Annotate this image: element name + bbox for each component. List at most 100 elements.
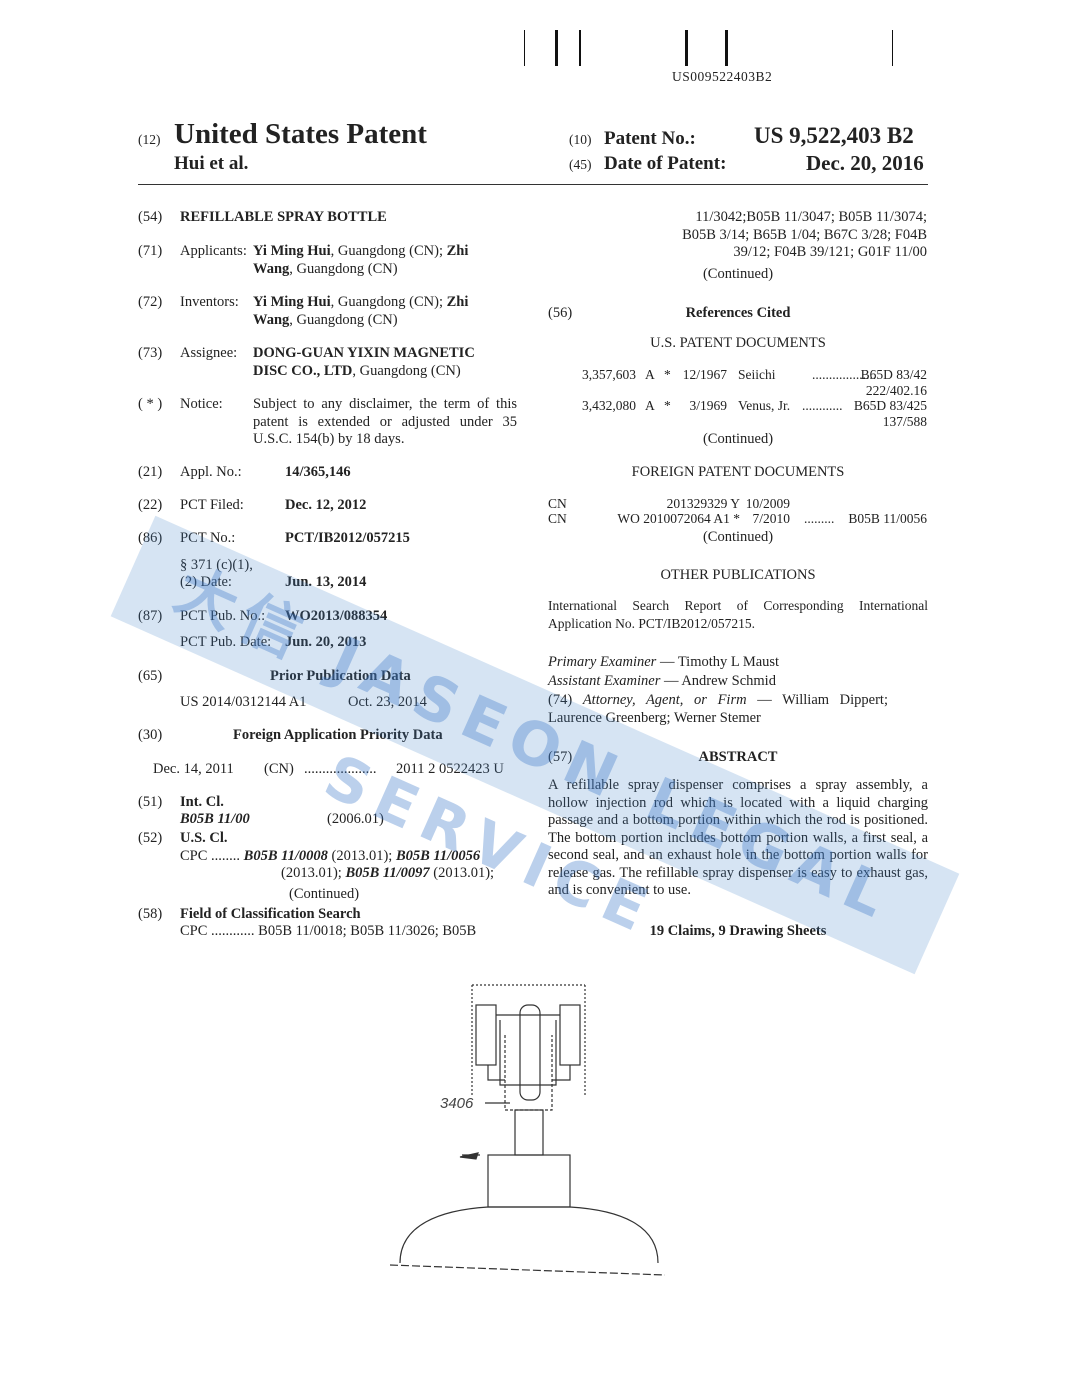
document-title: United States Patent (174, 118, 427, 150)
us-doc-dots: ............ (802, 398, 843, 413)
foreign-doc-country: CN (548, 511, 567, 526)
code-45: (45) (569, 157, 592, 172)
int-cl-label: Int. Cl. (180, 794, 224, 810)
us-doc-kind: A (645, 398, 655, 413)
s371-date-label: (2) Date: (180, 574, 232, 590)
class-continued: 11/3042;B05B 11/3047; B05B 11/3074;B05B … (682, 209, 927, 260)
continued-1: (Continued) (702, 266, 774, 282)
inventors-label: Inventors: (180, 294, 239, 310)
code-52: (52) (138, 830, 163, 846)
us-cl-label: U.S. Cl. (180, 830, 228, 846)
priority-date: Dec. 14, 2011 (153, 761, 234, 777)
code-72: (72) (138, 294, 163, 310)
us-doc-class: B65D 83/42 (860, 367, 927, 382)
barcode-number: US009522403B2 (672, 69, 773, 84)
foreign-doc-date: 7/2010 (752, 511, 790, 526)
foreign-doc-date: 10/2009 (745, 496, 790, 511)
s371-label: § 371 (c)(1), (180, 557, 253, 573)
barcode-bar (579, 30, 581, 66)
pct-no: PCT/IB2012/057215 (285, 530, 410, 546)
pct-filed-label: PCT Filed: (180, 497, 244, 513)
references-heading: References Cited (685, 305, 791, 321)
barcode-bar (725, 30, 728, 66)
code-22: (22) (138, 497, 163, 513)
us-doc-star: * (664, 367, 671, 382)
code-58: (58) (138, 906, 163, 922)
us-doc-class-2: 137/588 (882, 414, 927, 429)
abstract-text: A refillable spray dispenser comprises a… (548, 777, 928, 898)
assignee-label: Assignee: (180, 345, 238, 361)
prior-pub-date: Oct. 23, 2014 (348, 694, 427, 710)
us-cl-cpc: CPC ........ B05B 11/0008 (2013.01); B05… (180, 848, 481, 864)
barcode-bar (555, 30, 556, 66)
code-51: (51) (138, 794, 163, 810)
us-cl-cpc-2: (2013.01); B05B 11/0097 (2013.01); (281, 865, 495, 881)
patent-drawing: 3406 (389, 984, 666, 1276)
notice-text: Subject to any disclaimer, the term of t… (253, 396, 517, 447)
barcode-bar (524, 30, 525, 66)
authors: Hui et al. (174, 153, 249, 174)
pct-pub-date: Jun. 20, 2013 (285, 634, 367, 650)
field-search-cpc: CPC ............ B05B 11/0018; B05B 11/3… (180, 923, 477, 939)
foreign-doc-dots: ......... (804, 511, 835, 526)
prior-pub-number: US 2014/0312144 A1 (180, 694, 307, 710)
foreign-doc-class: B05B 11/0056 (848, 511, 927, 526)
foreign-doc-country: CN (548, 496, 567, 511)
foreign-doc-number: WO 2010072064 A1 * (617, 511, 740, 526)
foreign-priority-heading: Foreign Application Priority Data (233, 727, 443, 743)
field-search-label: Field of Classification Search (180, 906, 361, 922)
header-rule (138, 184, 928, 185)
priority-dots: .................... (304, 761, 377, 777)
pct-pub-date-label: PCT Pub. Date: (180, 634, 272, 650)
us-doc-dots: ................... (812, 367, 877, 382)
code-86: (86) (138, 530, 163, 546)
barcode-bar (892, 30, 893, 66)
continued-3: (Continued) (702, 529, 774, 545)
code-56: (56) (548, 305, 573, 321)
attorney: (74) Attorney, Agent, or Firm — William … (548, 692, 888, 726)
invention-title: REFILLABLE SPRAY BOTTLE (180, 209, 387, 225)
barcode-bar (556, 30, 558, 66)
priority-number: 2011 2 0522423 U (396, 761, 504, 777)
notice-label: Notice: (180, 396, 223, 412)
us-doc-number: 3,432,080 (582, 398, 636, 413)
applicants-label: Applicants: (180, 243, 247, 259)
abstract-heading: ABSTRACT (698, 749, 778, 765)
code-12: (12) (138, 132, 161, 147)
patent-number: US 9,522,403 B2 (754, 123, 914, 148)
appl-no-label: Appl. No.: (180, 464, 242, 480)
us-docs-heading: U.S. PATENT DOCUMENTS (650, 335, 826, 351)
pct-no-label: PCT No.: (180, 530, 236, 546)
barcode (524, 30, 893, 66)
priority-country: (CN) (264, 761, 294, 777)
code-57: (57) (548, 749, 573, 765)
code-30: (30) (138, 727, 163, 743)
us-doc-class: B65D 83/425 (853, 398, 927, 413)
code-73: (73) (138, 345, 163, 361)
code-71: (71) (138, 243, 163, 259)
continued-2: (Continued) (702, 431, 774, 447)
us-cl-continued: (Continued) (289, 886, 360, 902)
patent-date: Dec. 20, 2016 (806, 151, 924, 175)
us-doc-name: Seiichi (738, 367, 776, 382)
code-notice: ( * ) (138, 396, 163, 412)
us-doc-class-2: 222/402.16 (865, 383, 927, 398)
code-54: (54) (138, 209, 163, 225)
pct-pub-no: WO2013/088354 (285, 608, 388, 624)
us-doc-date: 12/1967 (682, 367, 727, 382)
us-doc-kind: A (645, 367, 655, 382)
code-87: (87) (138, 608, 163, 624)
us-doc-name: Venus, Jr. (738, 398, 791, 413)
us-doc-date: 3/1969 (689, 398, 727, 413)
prior-pub-heading: Prior Publication Data (270, 668, 411, 684)
claims-count: 19 Claims, 9 Drawing Sheets (649, 923, 827, 939)
code-21: (21) (138, 464, 163, 480)
code-65: (65) (138, 668, 163, 684)
int-cl-version: (2006.01) (327, 811, 384, 827)
barcode-bar (685, 30, 688, 66)
int-cl: B05B 11/00 (180, 811, 250, 827)
foreign-docs-heading: FOREIGN PATENT DOCUMENTS (631, 464, 845, 480)
